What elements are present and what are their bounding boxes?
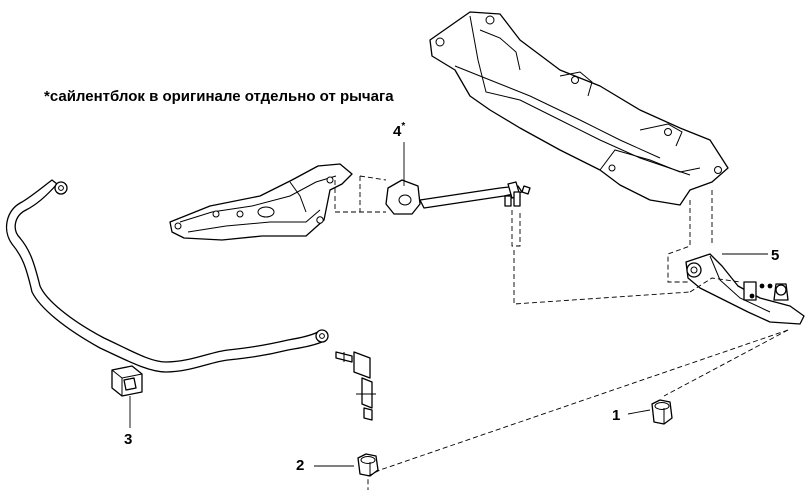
callout-4: 4* (393, 121, 406, 140)
callout-3: 3 (124, 431, 133, 448)
callout-4-asterisk: * (401, 121, 406, 132)
callout-5: 5 (771, 247, 780, 264)
bushing-with-rod (385, 179, 531, 215)
lower-control-arm (685, 253, 805, 325)
callout-2: 2 (296, 457, 305, 474)
footnote-text: *сайлентблок в оригинале отдельно от рыч… (44, 88, 394, 105)
leader-lines (129, 142, 768, 467)
callout-1: 1 (612, 407, 621, 424)
callout-4-number: 4 (393, 123, 402, 140)
bushing-part-2 (357, 453, 379, 477)
subframe (429, 11, 729, 206)
stabilizer-link (335, 351, 376, 421)
stabilizer-bar (5, 179, 329, 373)
stabilizer-bushing (111, 365, 143, 397)
crossmember-bracket (169, 163, 353, 241)
assembly-lines (334, 175, 789, 490)
bushing-part-1 (651, 399, 673, 425)
